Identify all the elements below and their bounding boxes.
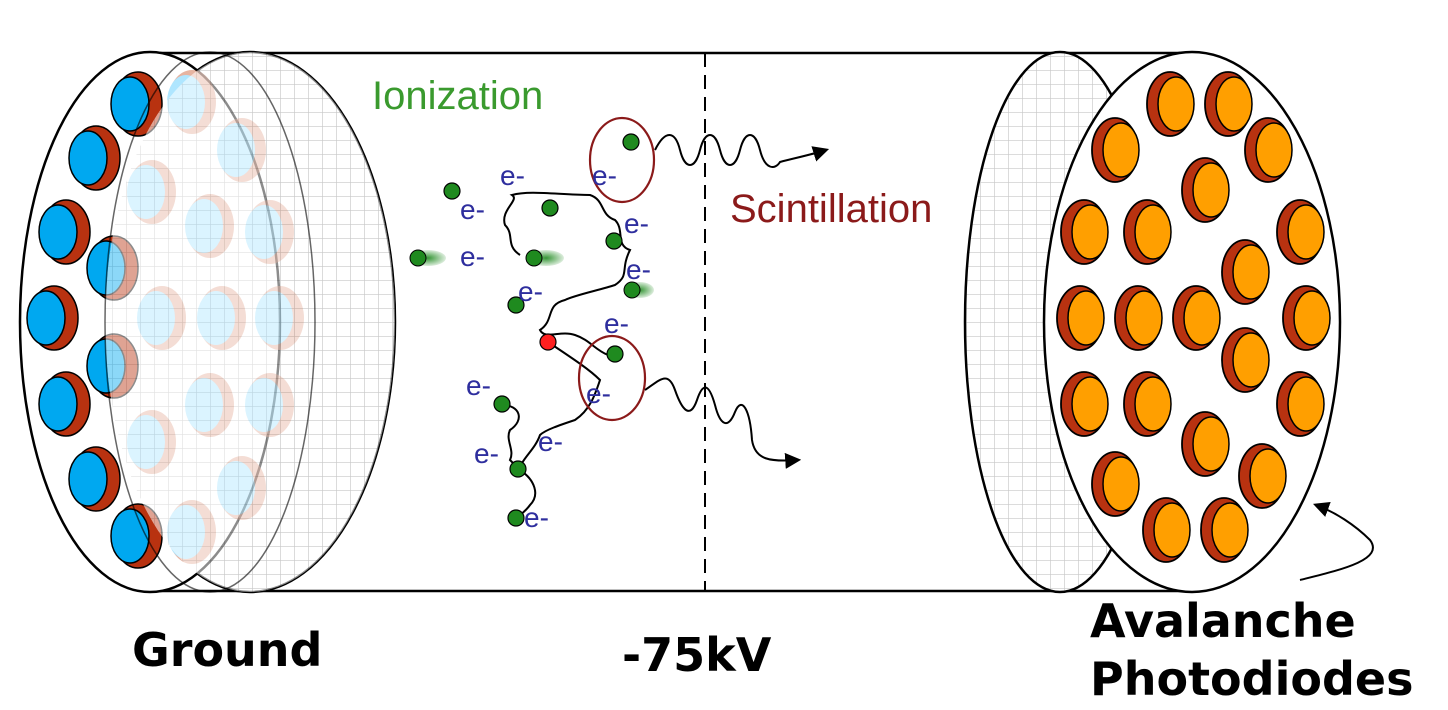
- moving-electron-left: [409, 249, 446, 267]
- electron-label: e-: [518, 276, 543, 307]
- electron-dot: [443, 182, 461, 200]
- electron-dot: [507, 509, 525, 527]
- electron-dot: [606, 345, 624, 363]
- photon-lower-icon: [577, 334, 802, 469]
- apd-label-line1: Avalanche: [1090, 594, 1356, 648]
- photon-upper-icon: [588, 116, 830, 204]
- electron-label: e-: [592, 160, 617, 191]
- electron-label: e-: [500, 160, 525, 191]
- voltage-label: -75kV: [622, 628, 772, 682]
- scintillation-label: Scintillation: [730, 187, 933, 231]
- electron-label: e-: [474, 438, 499, 469]
- electron-label: e-: [604, 308, 629, 339]
- electron-label: e-: [626, 254, 651, 285]
- ionization-label: Ionization: [372, 74, 544, 118]
- electron-label: e-: [460, 194, 485, 225]
- electron-label: e-: [586, 378, 611, 409]
- electron-dot: [622, 133, 640, 151]
- ground-label: Ground: [132, 623, 323, 677]
- apd-label-line2: Photodiodes: [1090, 652, 1414, 706]
- electron-dot: [509, 460, 527, 478]
- electron-label: e-: [624, 208, 649, 239]
- electron-dot: [605, 232, 623, 250]
- electron-label: e-: [466, 370, 491, 401]
- electron-label: e-: [524, 502, 549, 533]
- electron-dot: [507, 296, 525, 314]
- moving-electron-right: [623, 281, 654, 299]
- electron-dots: [409, 133, 654, 527]
- electron-label: e-: [538, 426, 563, 457]
- electron-dot: [541, 199, 559, 217]
- ion-dot: [539, 333, 557, 351]
- moving-electron-mid: [525, 249, 564, 267]
- orange-apds: [1056, 71, 1331, 563]
- apd-pointer-arrow: [1299, 501, 1374, 581]
- electron-label: e-: [460, 241, 485, 272]
- right-apd-array: [1042, 50, 1342, 594]
- electron-dot: [493, 395, 511, 413]
